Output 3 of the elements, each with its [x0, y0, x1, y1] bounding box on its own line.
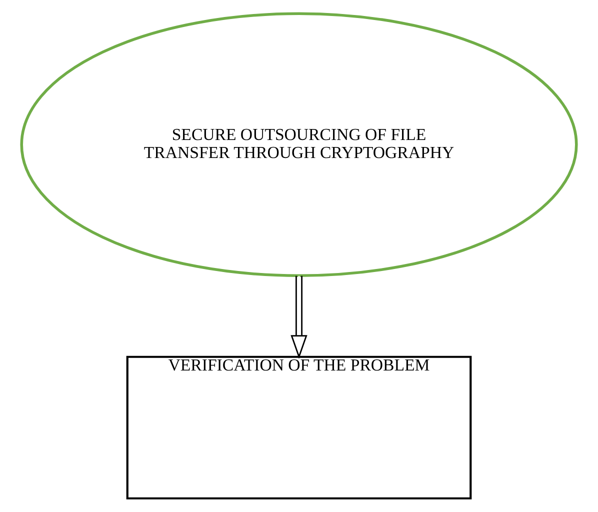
node-box: VERIFICATION OF THE PROBLEM [126, 356, 472, 500]
arrow [290, 276, 308, 359]
node-ellipse: SECURE OUTSOURCING OF FILE TRANSFER THROUGH CRYPTOGRAPHY [20, 12, 578, 278]
